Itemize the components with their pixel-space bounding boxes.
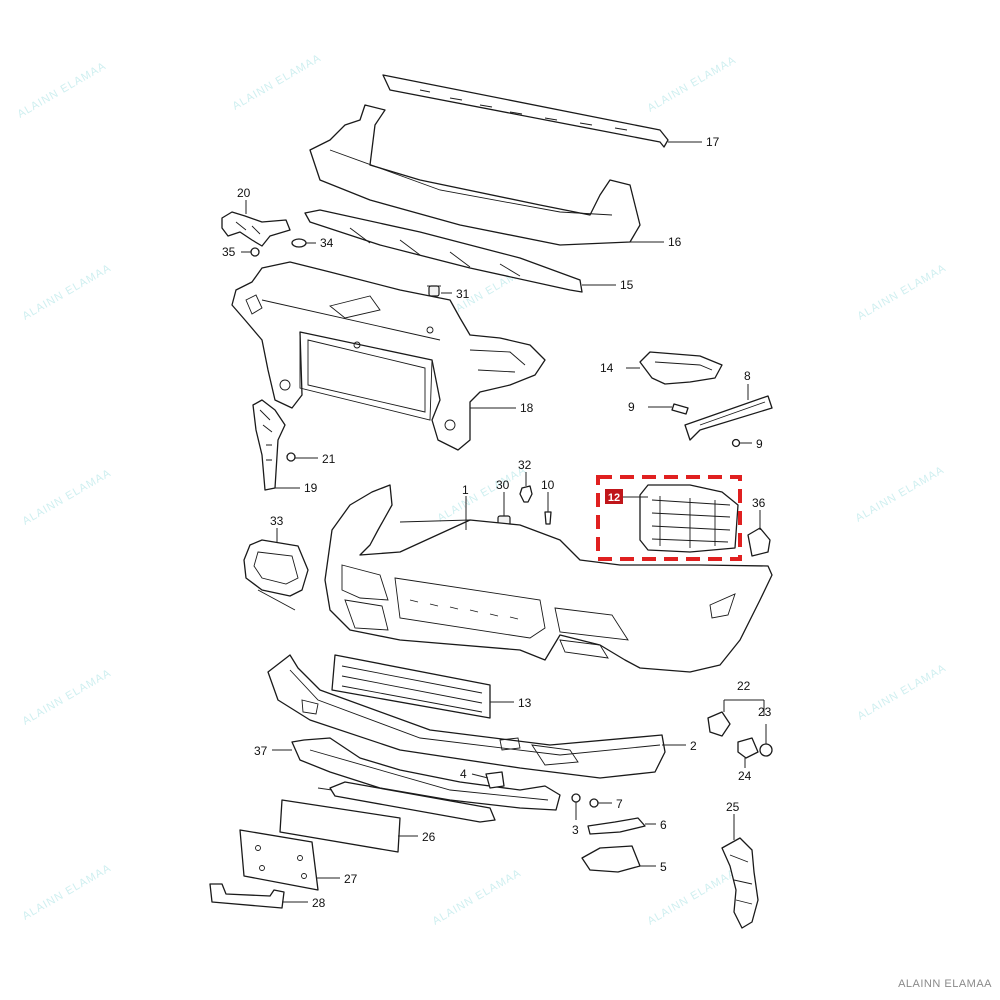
callout-21: 21 (322, 452, 336, 466)
watermark-text: ALAINN ELAMAA (21, 862, 114, 923)
part-27-plate (239, 829, 319, 891)
part-18-carrier (231, 261, 546, 451)
callout-16: 16 (668, 235, 682, 249)
part-10-screw (671, 403, 689, 415)
part-33-clip (291, 238, 307, 248)
callout-8: 8 (744, 369, 751, 383)
part-19-bracket (252, 399, 286, 491)
callout-2: 2 (690, 739, 697, 753)
callout-27: 27 (344, 872, 358, 886)
watermark-text: ALAINN ELAMAA (231, 52, 324, 113)
callout-10: 9 (628, 400, 635, 414)
part-24-sensor (737, 737, 759, 759)
callout-11: 10 (541, 478, 555, 492)
callout-13: 13 (518, 696, 532, 710)
callout-14: 14 (600, 361, 614, 375)
part-3-screw (571, 793, 581, 803)
callout-9-text: 9 (756, 437, 763, 451)
callout-18: 18 (520, 401, 534, 415)
part-6-bracket (587, 817, 646, 835)
callout-25: 25 (726, 800, 740, 814)
part-5-deflector (581, 845, 641, 873)
callout-33: 34 (320, 236, 334, 250)
part-4-cap (485, 771, 505, 789)
watermark-text: ALAINN ELAMAA (16, 60, 109, 121)
watermark-text: ALAINN ELAMAA (856, 662, 949, 723)
watermark-text: ALAINN ELAMAA (21, 262, 114, 323)
watermark-text: ALAINN ELAMAA (646, 54, 739, 115)
part-2-spoiler (267, 654, 666, 779)
callout-15: 15 (620, 278, 634, 292)
watermark-text: ALAINN ELAMAA (431, 867, 524, 928)
callouts: 17 16 15 20 35 34 31 18 21 19 14 8 9 8 9… (222, 135, 772, 910)
callout-28: 28 (312, 896, 326, 910)
callout-24: 24 (738, 769, 752, 783)
part-21-screw (286, 452, 296, 462)
part-28-strip (209, 883, 285, 909)
callout-3: 3 (572, 823, 579, 837)
callout-26: 26 (422, 830, 436, 844)
part-35-bracket (747, 527, 771, 557)
callout-20: 20 (237, 186, 251, 200)
part-7-bolt (589, 798, 599, 808)
part-11-clip (544, 511, 552, 525)
callout-5: 5 (660, 860, 667, 874)
part-8-bracket (684, 395, 773, 441)
highlight-label-box (605, 489, 623, 504)
part-30-plug (427, 285, 441, 297)
part-36-undertray (291, 737, 561, 811)
callout-22: 22 (737, 679, 751, 693)
callout-4: 4 (460, 767, 467, 781)
callout-36: 37 (254, 744, 268, 758)
watermark-text: ALAINN ELAMAA (856, 262, 949, 323)
part-14-trim (639, 351, 723, 385)
part-15-strip (304, 209, 583, 293)
part-1-bumper-cover (324, 484, 773, 673)
part-12-grille (639, 484, 739, 553)
callout-7: 7 (616, 797, 623, 811)
part-23-cap (759, 743, 773, 757)
callout-1: 1 (462, 483, 469, 497)
watermark-text: ALAINN ELAMAA (646, 867, 739, 928)
watermark-text: ALAINN ELAMAA (21, 467, 114, 528)
part-25-duct (721, 837, 759, 929)
part-26-plate-holder (279, 799, 401, 853)
footer-watermark: ALAINN ELAMAA (898, 978, 992, 990)
part-37-strip (329, 781, 496, 823)
watermark-text: ALAINN ELAMAA (854, 464, 947, 525)
watermark-text: ALAINN ELAMAA (436, 464, 529, 525)
part-31-pin (519, 485, 533, 503)
callout-23: 23 (758, 705, 772, 719)
watermark-text: ALAINN ELAMAA (21, 667, 114, 728)
part-34-screw (250, 247, 260, 257)
part-9-screw (731, 438, 741, 448)
part-22-sensor (707, 711, 731, 737)
callout-19: 19 (304, 481, 318, 495)
callout-17: 17 (706, 135, 720, 149)
part-17-reinforcement (382, 74, 669, 148)
part-16-upper-cover (309, 104, 641, 246)
highlight-box: 12 (596, 475, 742, 561)
callout-35: 36 (752, 496, 766, 510)
callout-6: 6 (660, 818, 667, 832)
callout-29: 30 (496, 478, 510, 492)
part-20-bracket (221, 211, 291, 247)
highlight-label: 12 (608, 492, 620, 504)
callout-31: 32 (518, 458, 532, 472)
callout-32: 33 (270, 514, 284, 528)
callout-34: 35 (222, 245, 236, 259)
callout-30: 31 (456, 287, 470, 301)
part-13-lower-grille (331, 654, 491, 719)
part-32-trim-ring (243, 539, 309, 611)
